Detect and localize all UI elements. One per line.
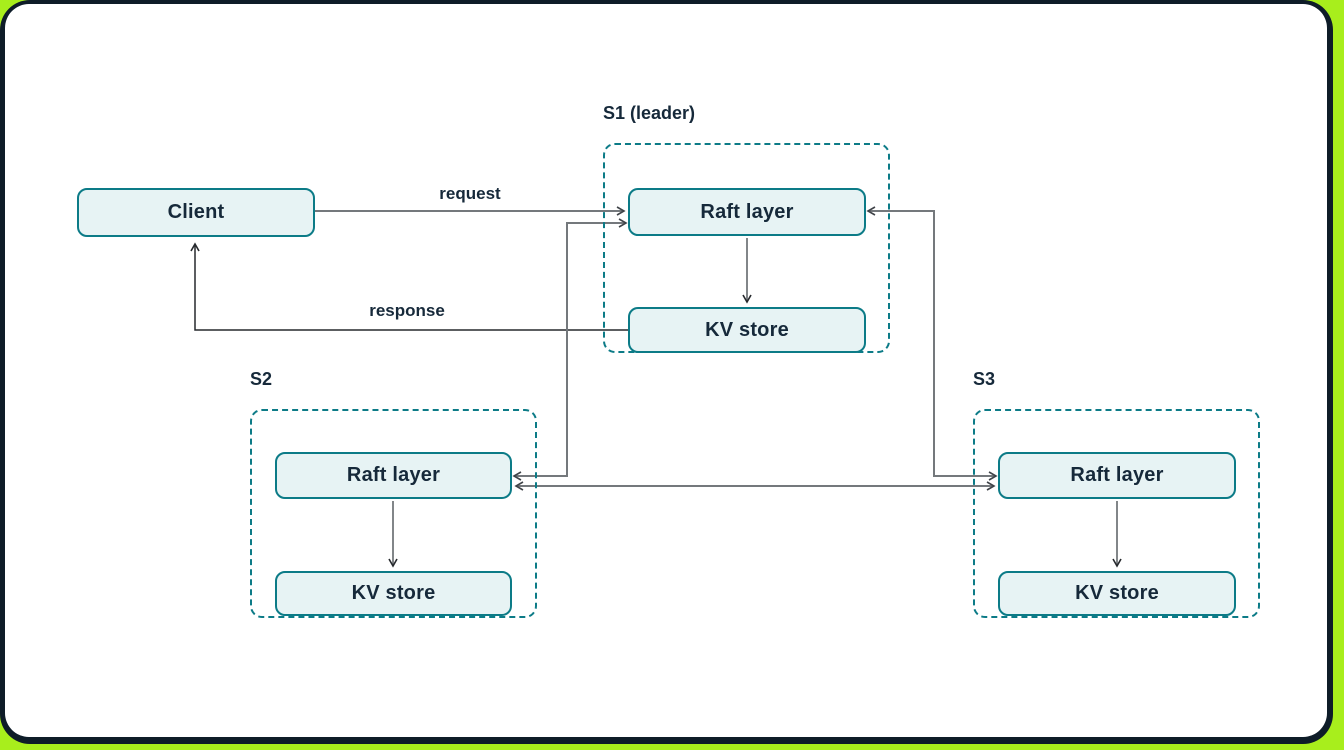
node-s2-kv-store: KV store [275,571,512,616]
node-s1-raft-layer: Raft layer [628,188,866,236]
node-client-label: Client [167,201,225,223]
node-s1-raft-label: Raft layer [700,200,794,223]
edge-request-label: request [439,184,501,203]
node-s3-kv-store: KV store [998,571,1236,616]
group-s2 [250,409,537,618]
node-s1-kv-store: KV store [628,307,866,353]
group-s1-label: S1 (leader) [603,103,696,123]
node-s2-raft-layer: Raft layer [275,452,512,499]
group-s2-label: S2 [250,369,273,389]
node-s1-kv-label: KV store [705,318,789,341]
node-client: Client [77,188,315,237]
group-s3 [973,409,1260,618]
node-s3-kv-label: KV store [1075,582,1159,604]
node-s3-raft-label: Raft layer [1070,464,1164,486]
group-s3-label: S3 [973,369,996,389]
node-s2-raft-label: Raft layer [346,464,441,486]
edge-response-label: response [369,301,445,320]
node-s3-raft-layer: Raft layer [998,452,1236,499]
node-s2-kv-label: KV store [351,582,436,604]
